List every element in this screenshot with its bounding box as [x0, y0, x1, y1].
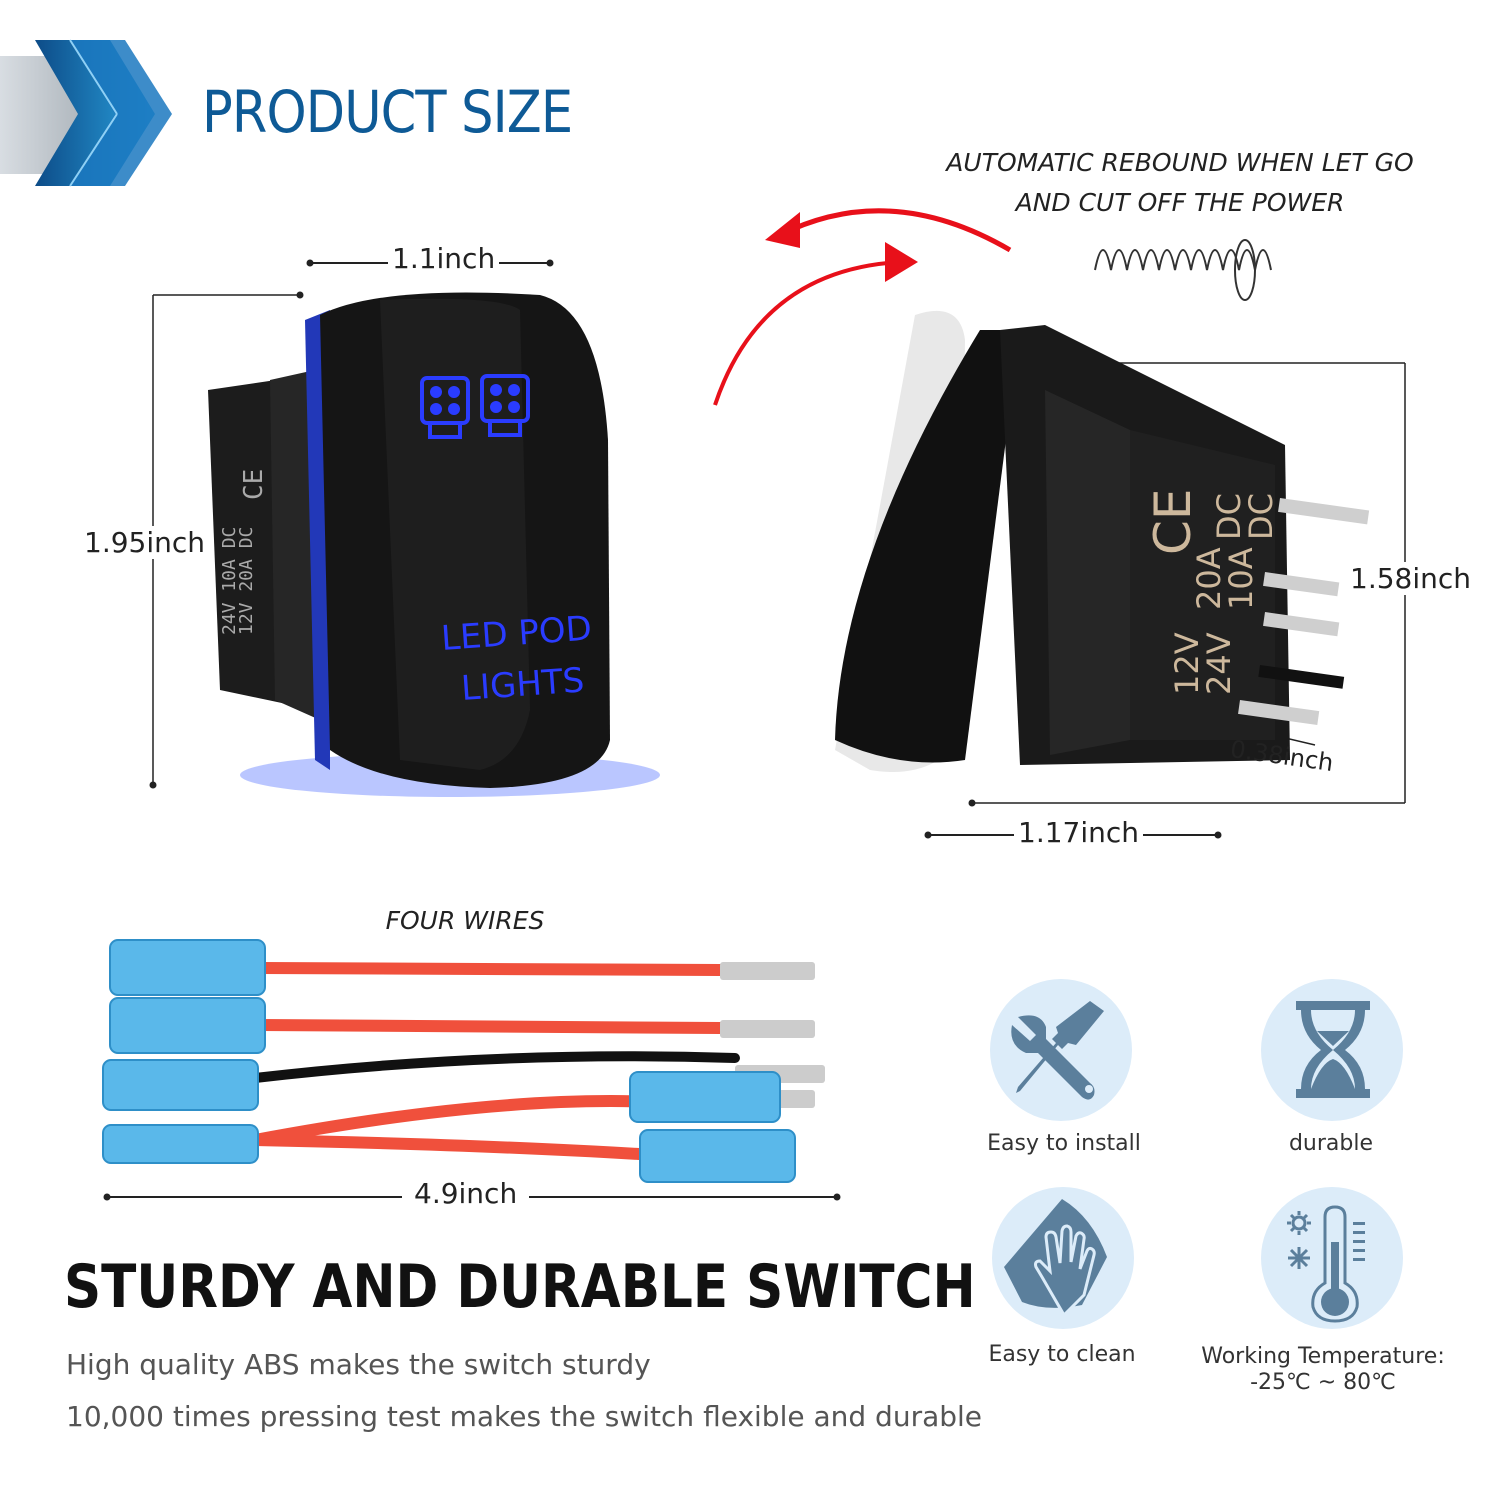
spring-icon	[1094, 239, 1272, 301]
footer-headline: STURDY AND DURABLE SWITCH	[64, 1252, 976, 1322]
svg-text:CE: CE	[239, 469, 269, 500]
header-chevron-graphic	[0, 39, 172, 187]
tools-icon	[1011, 1001, 1104, 1100]
rebound-caption-line2: AND CUT OFF THE POWER	[1015, 188, 1345, 217]
wires-illustration	[102, 939, 841, 1201]
svg-text:20A: 20A	[1190, 547, 1228, 610]
left-switch-illustration: LED POD LIGHTS 24V 10A DC 12V 20A DC CE	[149, 259, 660, 797]
page-title: PRODUCT SIZE	[202, 78, 573, 146]
rebound-caption-line1: AUTOMATIC REBOUND WHEN LET GO	[946, 148, 1414, 177]
svg-text:12V 20A DC: 12V 20A DC	[236, 527, 257, 635]
svg-text:12V: 12V	[1168, 632, 1206, 695]
right-switch-illustration: 12V 24V 20A 10A DC DC CE	[713, 208, 1406, 839]
svg-text:10A: 10A	[1222, 547, 1260, 610]
feature-temperature-circle	[1261, 1187, 1403, 1329]
left-width-label: 1.1inch	[388, 242, 500, 275]
feature-temperature-range: -25℃ ~ 80℃	[1250, 1370, 1396, 1395]
wires-caption: FOUR WIRES	[385, 906, 545, 935]
right-width-label: 1.17inch	[1014, 816, 1144, 849]
feature-clean-circle	[992, 1187, 1134, 1329]
feature-durable-circle	[1261, 979, 1403, 1121]
feature-durable-label: durable	[1288, 1131, 1374, 1156]
svg-text:CE: CE	[1144, 488, 1202, 555]
feature-clean-label: Easy to clean	[988, 1342, 1136, 1367]
feature-temperature-label: Working Temperature:	[1201, 1344, 1445, 1369]
feature-install-label: Easy to install	[987, 1131, 1141, 1156]
svg-text:24V: 24V	[1200, 632, 1238, 695]
right-height-label: 1.58inch	[1350, 562, 1472, 595]
wires-length-label: 4.9inch	[402, 1177, 530, 1210]
left-height-label: 1.95inch	[80, 526, 210, 559]
cleaning-cloth-icon	[1004, 1199, 1107, 1318]
thermometer-icon	[1287, 1205, 1365, 1323]
feature-install-circle	[990, 979, 1132, 1121]
svg-text:DC: DC	[1210, 493, 1248, 540]
svg-text:DC: DC	[1242, 493, 1280, 540]
footer-line1: High quality ABS makes the switch sturdy	[66, 1348, 651, 1381]
switch-face-text-line2: LIGHTS	[460, 660, 586, 708]
svg-text:24V 10A DC: 24V 10A DC	[219, 527, 240, 635]
hourglass-icon	[1296, 1001, 1370, 1098]
footer-line2: 10,000 times pressing test makes the swi…	[66, 1400, 983, 1433]
